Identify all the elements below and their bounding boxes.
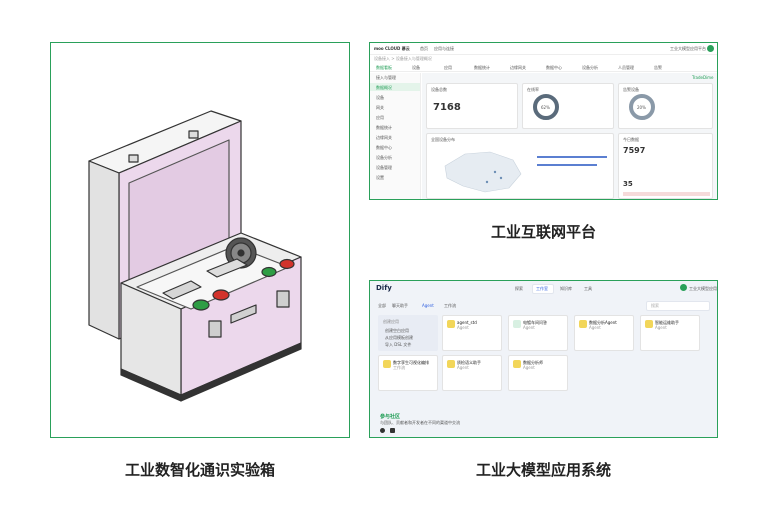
dify-user-avatar[interactable] [680,284,687,291]
app-icon [383,360,391,368]
iot-tabs: 数据看板 设备 应用 数据统计 边缘网关 数据中心 设备分析 人员管理 告警 [370,63,717,72]
iot-platform-caption: 工业互联网平台 [490,223,596,241]
dify-app-card[interactable]: 智能运维助手 Agent [640,315,700,351]
dify-logo[interactable]: Dify [376,284,392,292]
iot-map-card: 全国设备分布 [426,133,614,199]
iot-content: TradeDime 设备总数 7168 在线率 62% 告警设备 20% 全国设… [422,73,717,199]
iot-card-today: 今日数据 7597 35 [618,133,713,199]
iot-tab[interactable]: 设备分析 [582,65,598,70]
iot-sidebar: 接入与管理 数据概况 设备 网关 应用 数据统计 边缘网关 数据中心 设备分析 … [370,73,421,199]
dify-user[interactable]: 工业大模型应用 [689,286,717,291]
dify-create-template[interactable]: 从应用模板创建 [385,335,413,340]
app-icon [579,320,587,328]
app-icon [513,360,521,368]
iot-bar [537,156,607,158]
iot-breadcrumb: 设备接入 > 设备接入与管理概况 [374,56,432,61]
iot-tab[interactable]: 告警 [654,65,662,70]
dify-filter[interactable]: 聊天助手 [392,303,408,308]
dify-app-card[interactable]: 数字孪生可视化编排 工作流 [378,355,438,391]
dify-community-text: 与团队、贡献者和开发者在不同的渠道中交流 [380,420,460,425]
app-icon [645,320,653,328]
iot-tab[interactable]: 边缘网关 [510,65,526,70]
iot-sidebar-item-active[interactable]: 数据概况 [370,83,420,91]
iot-avatar[interactable] [707,45,714,52]
iot-tab[interactable]: 设备 [412,65,420,70]
iot-stat-online: 62% [541,105,550,110]
dify-community-title: 参与社区 [380,414,401,420]
dify-filters: 全部 聊天助手 Agent 工作流 搜索 [376,301,712,311]
iot-stat-today: 7597 [623,146,646,155]
dify-app-card[interactable]: 电镀车间问答 Agent [508,315,568,351]
dify-topbar: Dify 探索 工作室 知识库 工具 工业大模型应用 [370,281,717,295]
github-icon[interactable] [380,428,385,433]
iot-tab[interactable]: 数据统计 [474,65,490,70]
iot-stat-total: 7168 [433,102,461,113]
iot-nav-app[interactable]: 应用与连接 [434,46,454,51]
dify-filter-active[interactable]: Agent [422,303,434,308]
dify-app-card[interactable]: 数据分析Agent Agent [574,315,634,351]
dify-app-card[interactable]: 质检语义助手 Agent [442,355,502,391]
discord-icon[interactable] [390,428,395,433]
iot-tab[interactable]: 数据看板 [376,65,392,70]
dify-filter[interactable]: 全部 [378,303,386,308]
iot-bar [537,164,597,166]
iot-status-text: TradeDime [692,75,714,80]
iot-brand: moo CLOUD 慕云 [374,46,410,51]
dify-nav-studio[interactable]: 工作室 [532,284,554,294]
app-icon [513,320,521,328]
iot-tab[interactable]: 数据中心 [546,65,562,70]
iot-stat-alarm: 20% [637,105,646,110]
dify-create-blank[interactable]: 创建空白应用 [385,328,409,333]
iot-user[interactable]: 工业大模型应用平台 [670,46,706,51]
experiment-box-panel [50,42,350,438]
app-icon [447,320,455,328]
iot-card-alarm: 告警设备 20% [618,83,713,129]
dify-nav-explore[interactable]: 探索 [515,286,523,291]
iot-nav-home[interactable]: 首页 [420,46,428,51]
app-icon [447,360,455,368]
iot-tab[interactable]: 应用 [444,65,452,70]
dify-search-input[interactable]: 搜索 [646,301,710,311]
experiment-box-illustration [88,110,302,402]
dify-filter[interactable]: 工作流 [444,303,456,308]
iot-tab[interactable]: 人员管理 [618,65,634,70]
iot-alert-strip [623,192,710,196]
iot-card-total: 设备总数 7168 [426,83,518,129]
iot-alarm-ring [629,94,655,120]
iot-topbar: moo CLOUD 慕云 首页 应用与连接 工业大模型应用平台 [370,43,717,55]
iot-platform-screenshot: moo CLOUD 慕云 首页 应用与连接 工业大模型应用平台 设备接入 > 设… [369,42,718,200]
iot-card-online: 在线率 62% [522,83,614,129]
iot-online-ring [533,94,559,120]
dify-caption: 工业大模型应用系统 [475,461,611,479]
dify-import-dsl[interactable]: 导入 DSL 文件 [385,342,412,347]
dify-create-card: 创建应用 创建空白应用 从应用模板创建 导入 DSL 文件 [378,315,438,351]
iot-stat-small: 35 [623,180,633,188]
experiment-box-caption: 工业数智化通识实验箱 [124,461,275,479]
dify-screenshot: Dify 探索 工作室 知识库 工具 工业大模型应用 全部 聊天助手 Agent… [369,280,718,438]
dify-app-card[interactable]: agent_std Agent [442,315,502,351]
china-map [444,151,522,193]
dify-app-card[interactable]: 数据分析师 Agent [508,355,568,391]
dify-nav-knowledge[interactable]: 知识库 [560,286,572,291]
dify-nav-tools[interactable]: 工具 [584,286,592,291]
